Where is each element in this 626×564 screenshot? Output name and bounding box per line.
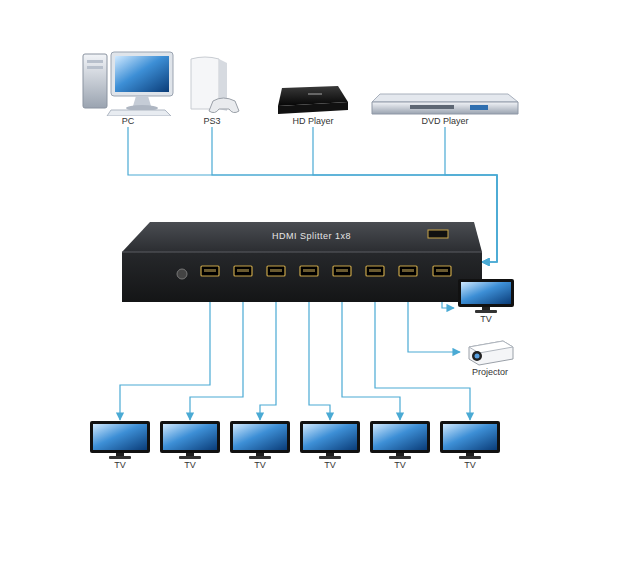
projector-icon	[463, 337, 517, 367]
device-label: Projector	[460, 367, 520, 378]
hdmi-cable	[120, 302, 210, 420]
tv-icon	[89, 420, 151, 460]
hdmi-cable	[309, 302, 330, 420]
hd-icon	[274, 80, 352, 116]
device-label: TV	[87, 460, 153, 471]
device-node: PC	[76, 50, 180, 127]
tv-icon	[439, 420, 501, 460]
ps3-icon	[183, 55, 241, 116]
hdmi-cable	[375, 302, 470, 420]
tv-icon	[229, 420, 291, 460]
splitter-device: HDMI Splitter 1x8	[122, 222, 482, 302]
tv-icon	[369, 420, 431, 460]
device-label: PC	[76, 116, 180, 127]
hdmi-cable	[342, 302, 400, 420]
device-label: DVD Player	[367, 116, 523, 127]
hdmi-cable	[190, 302, 243, 420]
dvd-icon	[370, 92, 520, 116]
hdmi-cable	[260, 302, 276, 420]
device-label: PS3	[180, 116, 244, 127]
device-node: DVD Player	[367, 92, 523, 127]
device-node: TV	[297, 420, 363, 471]
device-label: HD Player	[268, 116, 358, 127]
device-label: HDMI Splitter 1x8	[272, 231, 351, 241]
device-label: TV	[437, 460, 503, 471]
device-label: TV	[157, 460, 223, 471]
tv-icon	[299, 420, 361, 460]
device-node: TV	[437, 420, 503, 471]
device-label: TV	[367, 460, 433, 471]
device-label: TV	[297, 460, 363, 471]
device-node: TV	[157, 420, 223, 471]
hdmi-cable	[442, 302, 454, 308]
device-node: TV	[454, 278, 518, 325]
tv-icon	[159, 420, 221, 460]
device-node: TV	[367, 420, 433, 471]
device-node: Projector	[460, 337, 520, 378]
device-node: PS3	[180, 55, 244, 127]
hdmi-cable	[408, 302, 460, 352]
pc-icon	[81, 50, 175, 116]
device-label: TV	[454, 314, 518, 325]
device-node: TV	[227, 420, 293, 471]
device-label: TV	[227, 460, 293, 471]
device-node: HD Player	[268, 80, 358, 127]
device-node: TV	[87, 420, 153, 471]
tv-icon	[457, 278, 515, 314]
